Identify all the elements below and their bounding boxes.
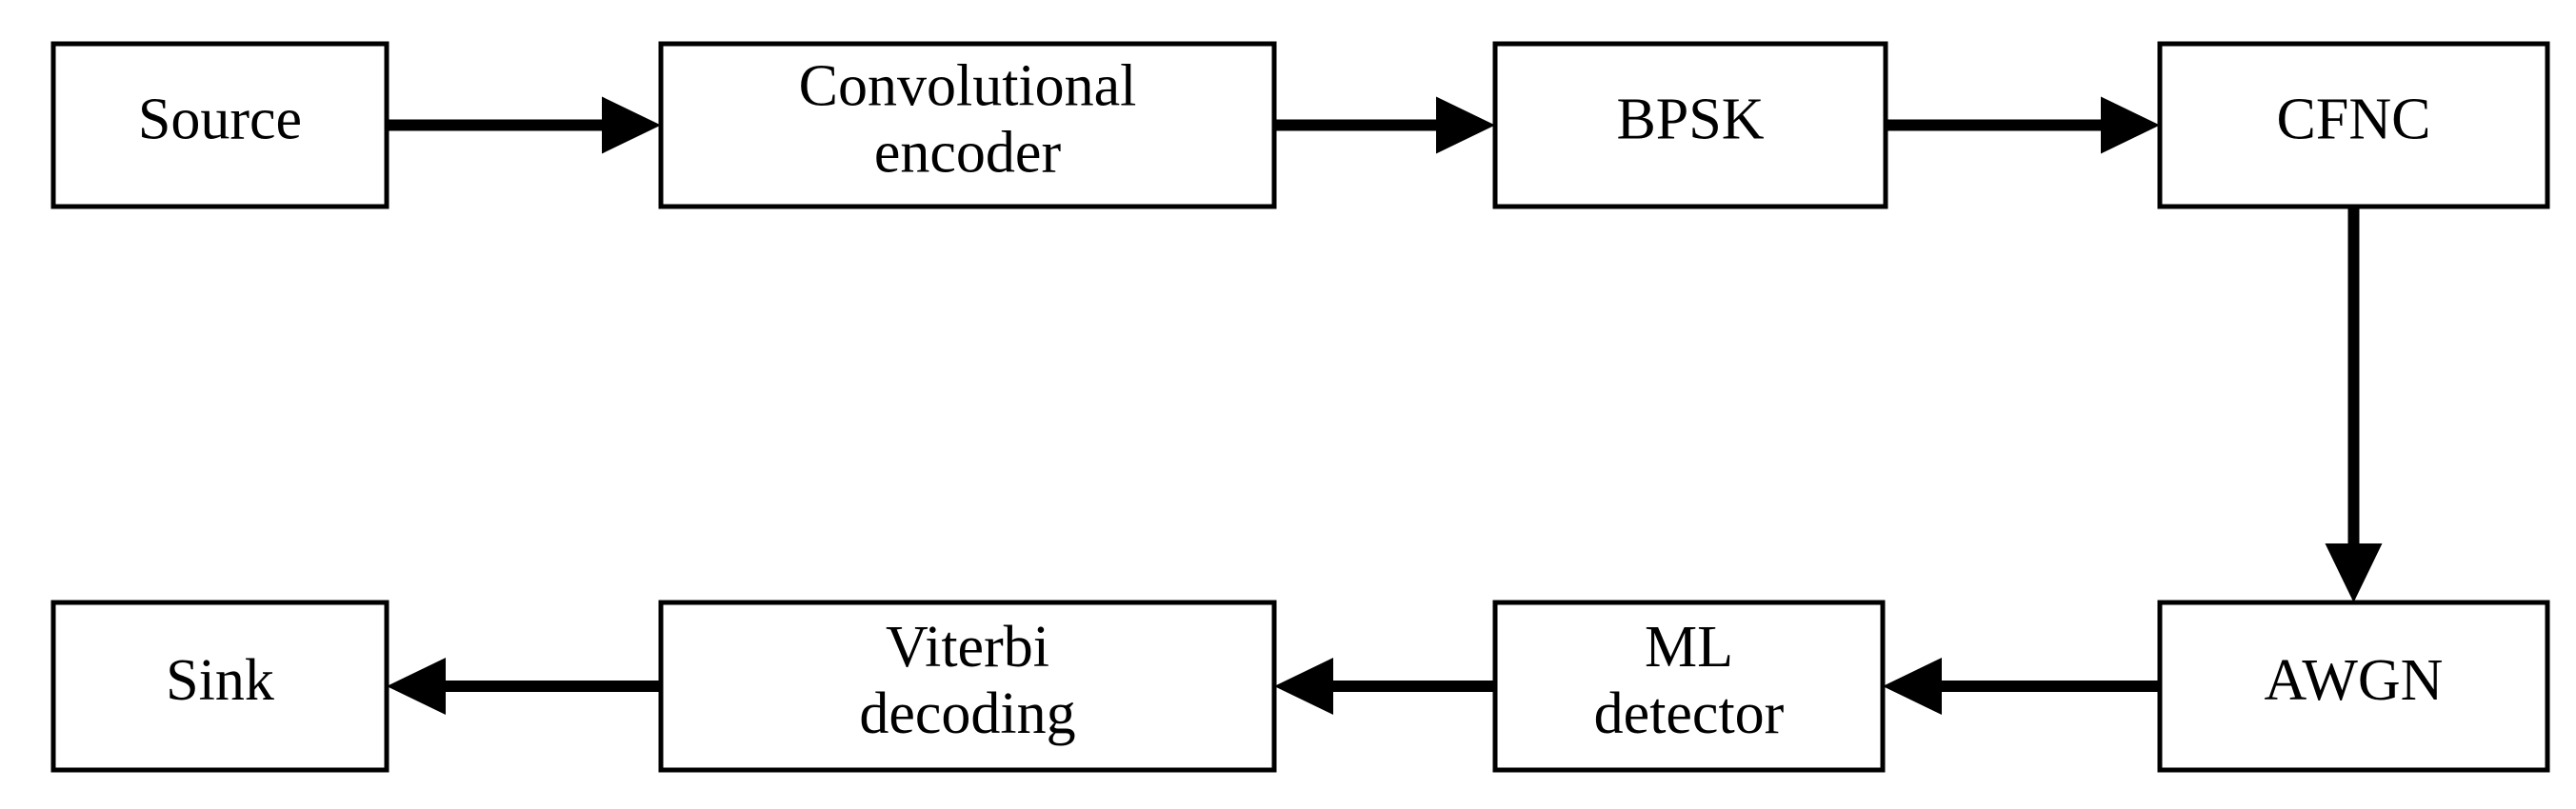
connector-conv-to-bpsk: [1274, 96, 1495, 154]
block-label-line: detector: [1594, 681, 1785, 746]
arrow-head-icon: [1436, 96, 1495, 154]
arrow-head-icon: [1274, 658, 1333, 715]
block-label-line: decoding: [859, 681, 1075, 746]
block-outline-cfnc: [2157, 41, 2550, 209]
block-outline-ml: [1492, 600, 1886, 773]
block-outline-bpsk: [1492, 41, 1888, 209]
block-label-line: Viterbi: [886, 615, 1049, 680]
block-label-sink: Sink: [166, 648, 274, 713]
block-label-cfnc: CFNC: [2277, 88, 2431, 152]
block-label-line: encoder: [874, 121, 1062, 186]
arrow-head-icon: [2325, 543, 2383, 602]
connector-source-to-conv: [387, 96, 661, 154]
connector-viterbi-to-sink: [387, 658, 661, 715]
block-label-line: BPSK: [1616, 88, 1764, 152]
block-bpsk[interactable]: BPSK: [1492, 41, 1888, 209]
connector-bpsk-to-cfnc: [1886, 96, 2160, 154]
block-label-line: ML: [1645, 615, 1733, 680]
block-outline-sink: [50, 600, 389, 773]
block-label-line: CFNC: [2277, 88, 2431, 152]
block-label-line: AWGN: [2265, 648, 2444, 713]
arrow-head-icon: [387, 658, 446, 715]
arrow-head-icon: [1883, 658, 1942, 715]
block-outline-source: [50, 41, 389, 209]
block-outline-awgn: [2157, 600, 2550, 773]
arrow-head-icon: [2101, 96, 2160, 154]
block-label-line: Sink: [166, 648, 274, 713]
block-outline-viterbi: [658, 600, 1277, 773]
connections-layer: [387, 96, 2383, 715]
connector-cfnc-to-awgn: [2325, 207, 2383, 602]
connector-awgn-to-ml: [1883, 658, 2160, 715]
block-label-source: Source: [138, 88, 302, 152]
block-label-line: Source: [138, 88, 302, 152]
block-outline-conv: [658, 41, 1277, 209]
connector-ml-to-viterbi: [1274, 658, 1495, 715]
block-cfnc[interactable]: CFNC: [2157, 41, 2550, 209]
block-label-line: Convolutional: [799, 54, 1137, 119]
block-sink[interactable]: Sink: [50, 600, 389, 773]
arrow-head-icon: [602, 96, 661, 154]
block-label-bpsk: BPSK: [1616, 88, 1764, 152]
block-label-awgn: AWGN: [2265, 648, 2444, 713]
block-awgn[interactable]: AWGN: [2157, 600, 2550, 773]
block-source[interactable]: Source: [50, 41, 389, 209]
